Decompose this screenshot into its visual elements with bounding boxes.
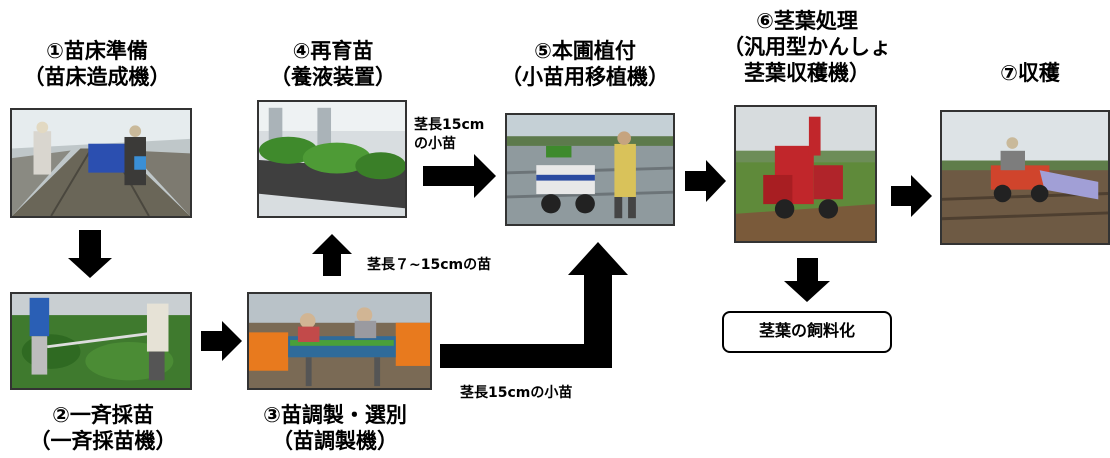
step4-title: ④再育苗 （養液装置） (258, 38, 408, 90)
step3-machine: （苗調製機） (272, 429, 398, 453)
photo-foliage-harvester (734, 105, 877, 243)
photo-seedbed-preparation (10, 108, 192, 218)
step1-title: ①苗床準備 （苗床造成機） (22, 38, 172, 90)
step2-title: ②一斉採苗 （一斉採苗機） (18, 402, 188, 454)
step2-name: ②一斉採苗 (52, 403, 154, 427)
step3-title: ③苗調製・選別 （苗調製機） (235, 402, 435, 454)
step1-machine: （苗床造成機） (23, 65, 171, 89)
arrow-elbow-3-5 (440, 242, 628, 368)
photo-transplanting (505, 113, 675, 226)
arrow-right-5-6 (685, 160, 726, 202)
label-small-seedling-top: 茎長15cm の小苗 (414, 116, 484, 154)
step2-machine: （一斉採苗機） (29, 429, 177, 453)
photo-seedling-harvest (10, 292, 192, 390)
step6-name: ⑥茎葉処理 (756, 9, 858, 33)
step6-machine: （汎用型かんしょ (723, 35, 891, 59)
step5-name: ⑤本圃植付 (534, 39, 636, 63)
label-seedling-7-15: 茎長７~15cmの苗 (367, 257, 492, 273)
arrow-right-6-7 (891, 175, 932, 217)
step6-title: ⑥茎葉処理 （汎用型かんしょ 茎葉収穫機） (712, 8, 902, 86)
step3-name: ③苗調製・選別 (263, 403, 407, 427)
step7-name: ⑦収穫 (1000, 61, 1060, 85)
label-small-seedling-bottom: 茎長15cmの小苗 (460, 385, 573, 401)
step4-machine: （養液装置） (270, 65, 396, 89)
step6-machine-line2: 茎葉収穫機） (744, 61, 870, 85)
arrow-right-4-5 (423, 154, 496, 198)
label-small-seedling-top-line2: の小苗 (414, 136, 456, 152)
step1-name: ①苗床準備 (46, 39, 148, 63)
step7-title: ⑦収穫 (975, 60, 1085, 86)
arrow-up-3-4 (312, 234, 352, 276)
arrow-down-6-feed (784, 258, 830, 302)
photo-harvest (940, 110, 1110, 245)
arrow-right-2-3 (201, 321, 242, 361)
step5-title: ⑤本圃植付 （小苗用移植機） (490, 38, 680, 90)
label-small-seedling-top-line1: 茎長15cm (414, 117, 485, 133)
step5-machine: （小苗用移植機） (501, 65, 669, 89)
photo-seedling-sorting (247, 292, 432, 390)
step4-name: ④再育苗 (292, 39, 374, 63)
arrow-down-1-2 (68, 230, 112, 278)
photo-regrowing-seedlings (257, 100, 407, 218)
foliage-feed-box: 茎葉の飼料化 (722, 311, 892, 353)
